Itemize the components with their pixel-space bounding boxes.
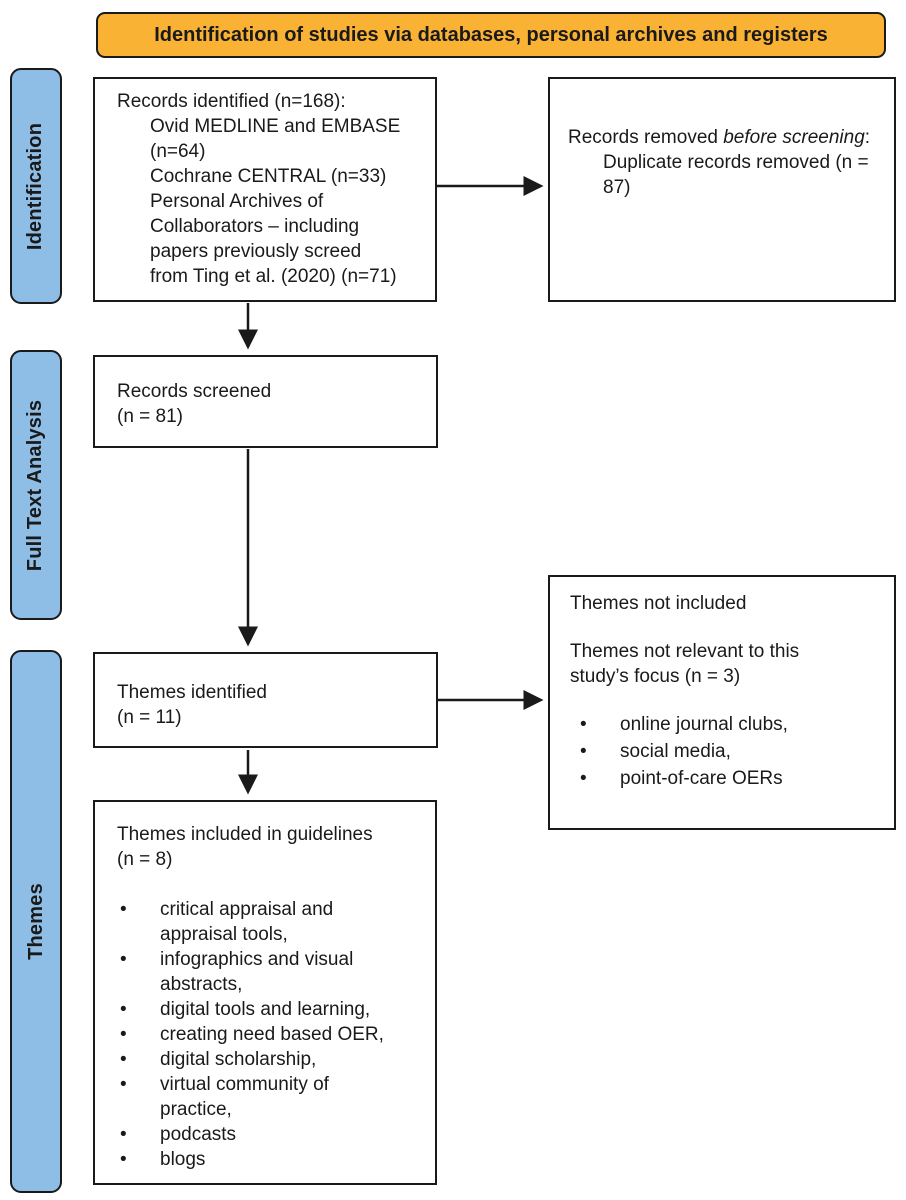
- list-item: creating need based OER,: [117, 1022, 400, 1047]
- stage-themes-label: Themes: [24, 883, 47, 960]
- box-records-identified: Records identified (n=168): Ovid MEDLINE…: [93, 77, 437, 302]
- stage-full-text-analysis-label: Full Text Analysis: [24, 399, 47, 571]
- themes-not-included-subtitle: Themes not relevant to this study’s focu…: [570, 641, 800, 687]
- themes-identified-count: (n = 11): [117, 707, 182, 728]
- stage-themes: Themes: [10, 650, 62, 1193]
- list-item: point-of-care OERs: [570, 765, 849, 792]
- box-themes-included: Themes included in guidelines (n = 8) cr…: [93, 800, 437, 1185]
- themes-included-title: Themes included in guidelines: [117, 824, 373, 845]
- themes-not-included-list: online journal clubs, social media, poin…: [570, 711, 849, 792]
- list-item: critical appraisal and appraisal tools,: [117, 897, 400, 947]
- list-item: podcasts: [117, 1122, 400, 1147]
- box-records-screened: Records screened (n = 81): [93, 355, 438, 448]
- banner-title: Identification of studies via databases,…: [154, 23, 828, 46]
- records-removed-tail: :: [864, 127, 871, 148]
- list-item: online journal clubs,: [570, 711, 849, 738]
- list-item: infographics and visual abstracts,: [117, 947, 400, 997]
- list-item: digital scholarship,: [117, 1047, 400, 1072]
- box-themes-not-included: Themes not included Themes not relevant …: [548, 575, 896, 830]
- records-identified-source: Cochrane CENTRAL (n=33): [150, 166, 387, 187]
- list-item: blogs: [117, 1147, 400, 1172]
- records-removed-detail: Duplicate records removed (n = 87): [603, 152, 869, 198]
- themes-not-included-title: Themes not included: [570, 593, 747, 614]
- banner: Identification of studies via databases,…: [96, 12, 886, 58]
- themes-identified-label: Themes identified: [117, 682, 267, 703]
- list-item: social media,: [570, 738, 849, 765]
- records-identified-title: Records identified (n=168):: [117, 91, 346, 112]
- records-removed-title: Records removed before screening:: [568, 125, 879, 150]
- stage-identification-label: Identification: [24, 122, 47, 250]
- stage-full-text-analysis: Full Text Analysis: [10, 350, 62, 620]
- records-removed-lead: Records removed: [568, 127, 724, 148]
- stage-identification: Identification: [10, 68, 62, 304]
- records-screened-label: Records screened: [117, 381, 272, 402]
- list-item: digital tools and learning,: [117, 997, 400, 1022]
- box-themes-identified: Themes identified (n = 11): [93, 652, 438, 748]
- records-identified-source: Personal Archives of Collaborators – inc…: [150, 191, 397, 287]
- themes-included-count: (n = 8): [117, 849, 173, 870]
- list-item: virtual community of practice,: [117, 1072, 400, 1122]
- box-records-removed: Records removed before screening: Duplic…: [548, 77, 896, 302]
- records-screened-count: (n = 81): [117, 406, 184, 427]
- records-identified-source: Ovid MEDLINE and EMBASE (n=64): [150, 116, 401, 162]
- records-removed-emphasis: before screening: [723, 127, 865, 148]
- themes-included-list: critical appraisal and appraisal tools, …: [117, 897, 419, 1172]
